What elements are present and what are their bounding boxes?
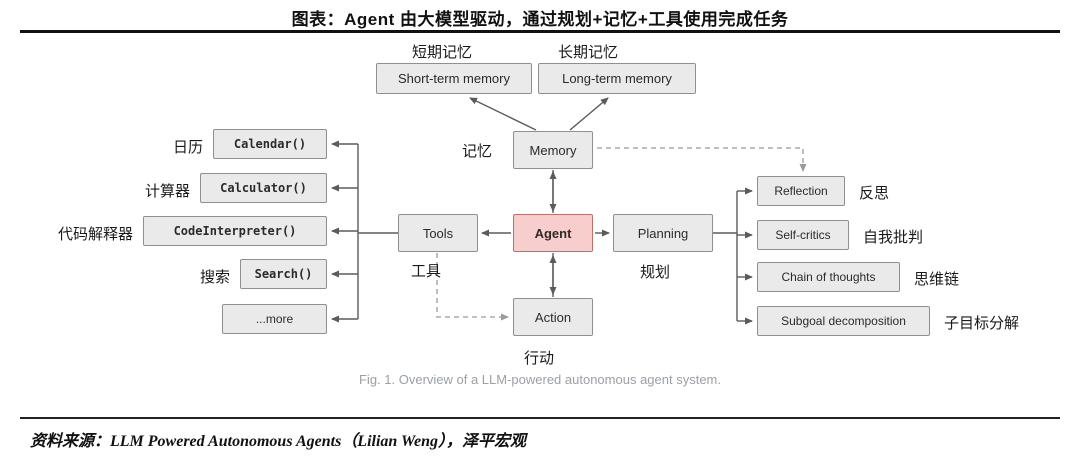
- long-term-memory-box: Long-term memory: [538, 63, 696, 94]
- self-critics-zh-label: 自我批判: [863, 229, 924, 246]
- reflection-box: Reflection: [757, 176, 845, 206]
- calendar-box: Calendar(): [213, 129, 327, 159]
- short-term-memory-box: Short-term memory: [376, 63, 532, 94]
- action-box: Action: [513, 298, 593, 336]
- search-box: Search(): [240, 259, 327, 289]
- planning-zh-label: 规划: [640, 264, 671, 281]
- more-tools-box: ...more: [222, 304, 327, 334]
- subgoal-decomposition-box: Subgoal decomposition: [757, 306, 930, 336]
- agent-box: Agent: [513, 214, 593, 252]
- code-interpreter-zh-label: 代码解释器: [57, 226, 133, 243]
- action-zh-label: 行动: [524, 350, 555, 367]
- memory-zh-label: 记忆: [462, 143, 493, 160]
- memory-box: Memory: [513, 131, 593, 169]
- reflection-zh-label: 反思: [859, 185, 890, 202]
- calculator-zh-label: 计算器: [144, 183, 190, 200]
- calendar-zh-label: 日历: [172, 139, 203, 156]
- source-note: 资料来源：LLM Powered Autonomous Agents（Lilia…: [30, 433, 527, 450]
- figure-title: 图表：Agent 由大模型驱动，通过规划+记忆+工具使用完成任务: [291, 10, 789, 29]
- calculator-box: Calculator(): [200, 173, 327, 203]
- figure-caption: Fig. 1. Overview of a LLM-powered autono…: [358, 372, 721, 387]
- long-term-memory-zh-label: 长期记忆: [558, 44, 619, 61]
- footer-divider: [20, 417, 1060, 419]
- subgoal-decomposition-zh-label: 子目标分解: [944, 315, 1020, 332]
- short-term-memory-zh-label: 短期记忆: [412, 44, 473, 61]
- tools-zh-label: 工具: [411, 263, 442, 280]
- chain-of-thoughts-zh-label: 思维链: [914, 271, 960, 288]
- search-zh-label: 搜索: [199, 269, 230, 286]
- self-critics-box: Self-critics: [757, 220, 849, 250]
- title-divider: [20, 30, 1060, 33]
- code-interpreter-box: CodeInterpreter(): [143, 216, 327, 246]
- tools-box: Tools: [398, 214, 478, 252]
- chain-of-thoughts-box: Chain of thoughts: [757, 262, 900, 292]
- planning-box: Planning: [613, 214, 713, 252]
